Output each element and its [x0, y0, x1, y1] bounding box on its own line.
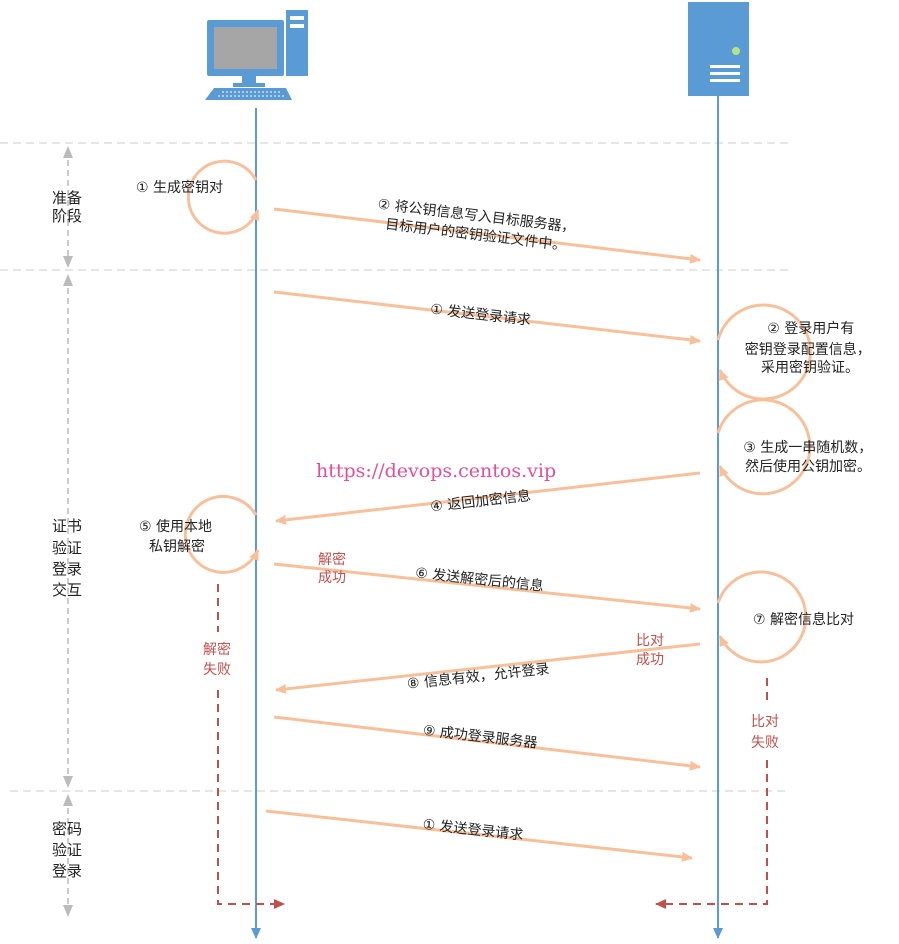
step-return-encrypted: ④ 返回加密信息	[429, 487, 531, 515]
self-loop-decrypt	[183, 494, 260, 574]
self-loop-user-key	[716, 303, 812, 401]
step-send-login-request: ① 发送登录请求	[429, 301, 531, 328]
arrow-write-pubkey	[273, 207, 701, 264]
phase-prepare-label: 准备 阶段	[52, 189, 87, 225]
step-login-success: ⑨ 成功登录服务器	[422, 723, 538, 752]
status-compare-fail: 比对 失败	[751, 714, 783, 751]
step-gen-random: ③ 生成一串随机数， 然后使用公钥加密。	[743, 440, 876, 475]
arrow-info-valid	[275, 642, 701, 694]
arrow-send-decrypted	[273, 562, 701, 613]
step-user-has-key: ② 登录用户有 密钥登录配置信息， 采用密钥验证。	[745, 320, 875, 376]
self-loop-gen-random	[716, 398, 812, 496]
status-decrypt-success: 解密 成功	[318, 551, 350, 586]
step-write-pubkey: ② 将公钥信息写入目标服务器， 目标用户的密钥验证文件中。	[375, 196, 581, 256]
arrow-return-encrypted	[275, 471, 701, 525]
arrow-send-login-request	[273, 290, 701, 345]
arrow-login-success	[273, 715, 701, 771]
step-send-decrypted: ⑥ 发送解密后的信息	[415, 564, 545, 594]
desktop-computer-icon	[205, 10, 308, 100]
decrypt-fail-path	[217, 690, 285, 909]
arrow-password-login-request	[265, 809, 693, 862]
step-decrypt-private: ⑤ 使用本地 私钥解密	[139, 518, 216, 555]
step-info-valid: ⑧ 信息有效，允许登录	[406, 660, 550, 692]
compare-fail-path	[655, 760, 768, 909]
step-gen-keypair: ① 生成密钥对	[136, 179, 223, 196]
phase-range-arrowheads	[63, 146, 73, 917]
watermark: https://devops.centos.vip	[316, 460, 556, 482]
self-loop-compare	[716, 570, 808, 664]
server-icon	[688, 2, 749, 96]
phase-cert-label: 证书 验证 登录 交互	[52, 517, 87, 599]
step-password-login-request: ① 发送登录请求	[422, 817, 524, 844]
status-decrypt-fail: 解密 失败	[203, 641, 235, 678]
self-loop-gen-keypair	[186, 159, 260, 235]
status-compare-success: 比对 成功	[636, 633, 668, 668]
phase-password-label: 密码 验证 登录	[52, 820, 87, 880]
step-compare-decrypted: ⑦ 解密信息比对	[753, 611, 854, 628]
